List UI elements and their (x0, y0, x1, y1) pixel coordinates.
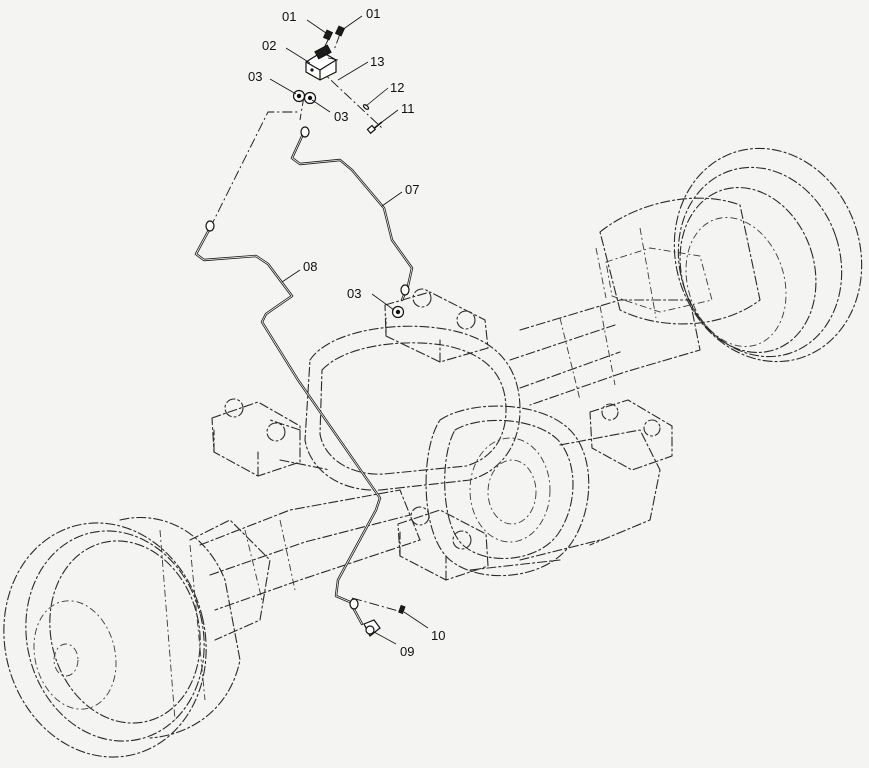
spring-seat-lower-left (211, 398, 301, 477)
callout-labels: 01 01 02 13 03 12 03 11 07 08 03 10 09 (248, 6, 445, 659)
left-wheel-hub (3, 516, 241, 758)
callout-11: 11 (401, 101, 415, 116)
parts (205, 25, 410, 637)
part-03-fitting-c (391, 305, 405, 319)
part-09-connector (363, 619, 381, 637)
differential-housing (269, 325, 661, 577)
part-01-nut-left (322, 29, 334, 41)
callout-01-right: 01 (366, 6, 380, 21)
axle-assembly-phantom (3, 147, 863, 758)
part-11-bolt (366, 121, 383, 135)
part-10-clip (398, 604, 406, 615)
spring-seat-lower-center (397, 506, 489, 581)
right-axle-tube (509, 299, 701, 406)
callout-03-top-left: 03 (248, 69, 262, 84)
callout-09: 09 (400, 644, 414, 659)
part-01-nut-right (334, 25, 346, 37)
spring-seat-mid-right (589, 399, 673, 471)
part-03-fitting-b (303, 91, 317, 105)
callout-13: 13 (370, 54, 384, 69)
callout-08: 08 (303, 259, 317, 274)
callout-03-axle: 03 (347, 286, 361, 301)
part-02-tee-block (305, 44, 337, 81)
brake-pipe-07 (290, 130, 414, 302)
callout-10: 10 (431, 628, 445, 643)
brake-pipe-08 (194, 226, 382, 626)
callout-12: 12 (390, 80, 404, 95)
part-12-washer (362, 104, 370, 110)
callout-01-left: 01 (282, 9, 296, 24)
left-axle-tube (189, 489, 421, 641)
pipe-end-fittings (205, 126, 410, 610)
right-wheel-hub (595, 147, 863, 363)
callout-03-top-right: 03 (334, 109, 348, 124)
leader-lines (269, 15, 429, 645)
assembly-chain-lines (209, 33, 403, 613)
spring-seat-upper-right (384, 288, 489, 363)
callout-02: 02 (262, 38, 276, 53)
callout-07: 07 (405, 182, 419, 197)
part-03-fitting-a (292, 89, 306, 103)
